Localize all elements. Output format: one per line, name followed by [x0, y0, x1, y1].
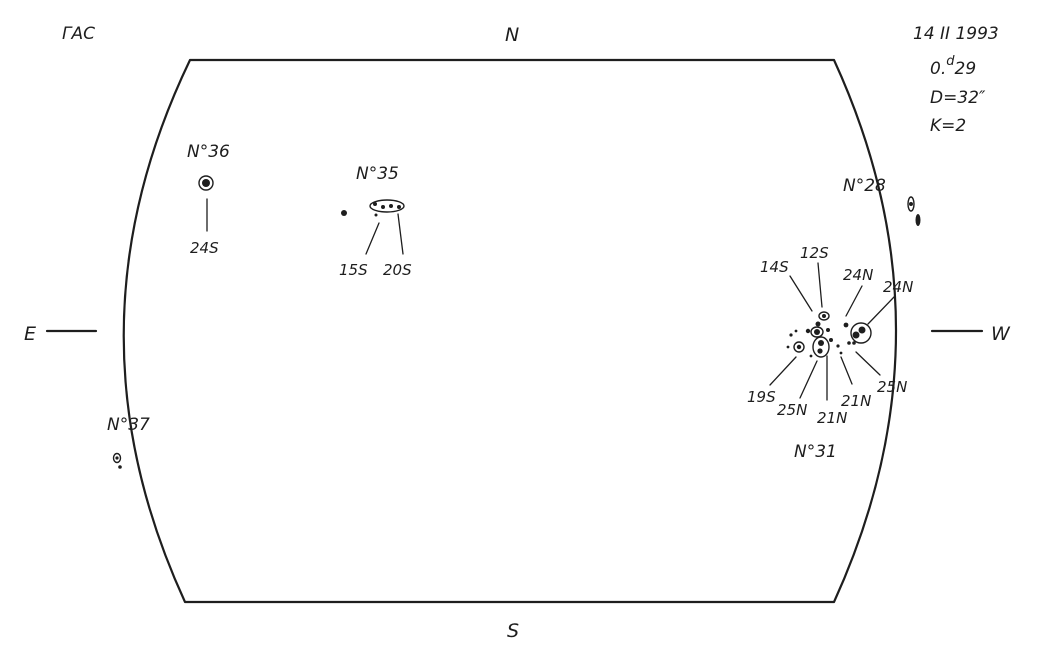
group-31-penumbra-3 — [812, 336, 830, 358]
group-31-spot-9 — [786, 345, 790, 349]
group-31-lat-14s: 14S — [760, 258, 789, 276]
east-label: E — [24, 323, 36, 345]
group-31-spot-10 — [818, 340, 824, 346]
group-31-spot-19 — [839, 351, 843, 355]
observation-k: K=2 — [930, 116, 966, 136]
group-28-spot-1 — [909, 202, 913, 206]
group-31-lat-24n-b: 24N — [883, 278, 913, 296]
group-31-leader-19s — [769, 356, 797, 386]
group-31-spot-16 — [852, 331, 860, 339]
observatory-label: ГАС — [62, 24, 95, 44]
group-31-spot-14 — [843, 322, 849, 328]
group-37-spot-2 — [118, 465, 122, 469]
group-31-penumbra-1 — [818, 311, 830, 321]
group-35-leader-a — [365, 222, 380, 255]
group-31-spot-6 — [789, 333, 793, 337]
group-31-spot-3 — [805, 328, 811, 334]
group-31-leader-25n-b — [855, 351, 881, 376]
south-label: S — [507, 620, 519, 642]
group-31-cluster — [786, 311, 872, 358]
group-35-label: N°35 — [356, 164, 399, 184]
group-36-label: N°36 — [187, 142, 230, 162]
group-31-spot-12 — [829, 338, 833, 342]
group-37-penumbra — [112, 452, 122, 464]
group-35-lead-spot — [341, 210, 347, 216]
group-31-spot-7 — [794, 329, 798, 333]
group-31-spot-13 — [836, 344, 840, 348]
group-31-leader-21n-b — [840, 356, 853, 385]
group-31-lat-12s: 12S — [800, 244, 829, 262]
group-31-leader-24n-a — [845, 285, 863, 317]
group-35-spot-3 — [389, 204, 393, 208]
group-31-spot-15 — [847, 341, 851, 345]
group-36-penumbra — [198, 175, 214, 191]
group-35-spot-4 — [397, 205, 401, 209]
group-31-lat-21n-b: 21N — [841, 392, 871, 410]
group-31: 14S 12S 24N 24N 19S 25N 21N 21N 25N N°31 — [747, 244, 913, 462]
group-31-lat-21n-a: 21N — [817, 409, 847, 427]
group-31-spot-4 — [814, 329, 820, 335]
group-31-lat-25n-a: 25N — [777, 401, 807, 419]
group-28-spot-2 — [915, 214, 921, 226]
group-31-lat-19s: 19S — [747, 388, 776, 406]
group-36-lat: 24S — [190, 239, 219, 257]
time-frac: 29 — [955, 59, 977, 79]
group-35-penumbra — [369, 199, 405, 213]
group-31-lat-24n-a: 24N — [843, 266, 873, 284]
group-35-leader-b — [397, 213, 404, 255]
group-31-penumbra-4 — [850, 322, 872, 344]
group-31-leader-25n-a — [799, 360, 818, 399]
group-31-leader-24n-b — [867, 296, 895, 325]
group-28: N°28 — [843, 176, 921, 226]
west-label: W — [991, 323, 1011, 345]
group-31-spot-2 — [815, 321, 821, 327]
disk-outline — [122, 58, 898, 604]
group-31-leader-14s — [789, 275, 813, 312]
group-31-spot-17 — [858, 326, 866, 334]
group-31-spot-20 — [809, 354, 813, 358]
group-35-lat-a: 15S — [339, 261, 368, 279]
group-31-spot-5 — [826, 328, 830, 332]
observation-diameter: D=32″ — [930, 88, 986, 108]
group-31-lat-25n-b: 25N — [877, 378, 907, 396]
group-28-penumbra — [907, 196, 915, 212]
group-28-label: N°28 — [843, 176, 886, 196]
group-31-spot-18 — [852, 341, 856, 345]
group-37-label: N°37 — [107, 415, 150, 435]
group-36-umbra — [202, 179, 210, 187]
group-37-spot-1 — [115, 456, 119, 460]
group-37: N°37 — [107, 415, 150, 469]
group-31-spot-11 — [817, 348, 823, 354]
group-31-penumbra-2 — [793, 341, 805, 353]
group-35-spot-1 — [373, 202, 377, 206]
group-31-label: N°31 — [794, 442, 837, 462]
group-35: N°35 15S 20S — [339, 164, 412, 279]
group-35-lat-b: 20S — [383, 261, 412, 279]
group-36: N°36 24S — [187, 142, 230, 257]
group-35-spot-2 — [381, 205, 385, 209]
group-31-spot-1 — [822, 314, 826, 318]
group-31-penumbra-5 — [810, 326, 824, 338]
north-label: N — [505, 24, 519, 46]
group-31-leader-12s — [817, 262, 823, 308]
group-31-spot-8 — [796, 344, 802, 350]
observation-time: 0.d29 — [930, 54, 976, 79]
time-sup: d — [946, 54, 955, 69]
time-main: 0. — [930, 59, 946, 79]
group-35-spot-5 — [374, 213, 378, 217]
observation-date: 14 II 1993 — [913, 24, 999, 44]
